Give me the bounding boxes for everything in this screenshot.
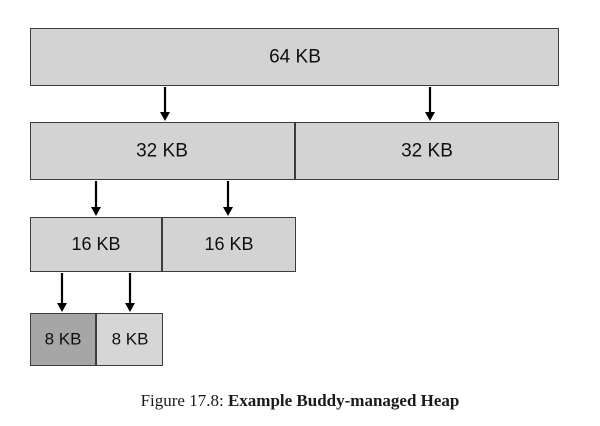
figure-caption: Figure 17.8: Example Buddy-managed Heap: [0, 391, 600, 411]
arrow-64-to-32-right: [425, 87, 435, 121]
memory-block-16kb: [30, 217, 162, 272]
memory-block-16kb: [162, 217, 296, 272]
memory-block-label: 32 KB: [136, 140, 188, 162]
memory-block-8kb: [96, 313, 163, 366]
memory-block-label: 8 KB: [111, 329, 149, 349]
memory-block-label: 16 KB: [204, 234, 254, 254]
caption-title: Example Buddy-managed Heap: [227, 391, 460, 410]
memory-block-label: 64 KB: [269, 46, 321, 68]
caption-number: Figure 17.8:: [140, 391, 224, 410]
memory-block-label: 32 KB: [401, 140, 453, 162]
arrow-32-to-16-right: [223, 181, 233, 216]
memory-block-32kb: [295, 122, 559, 180]
arrow-16-to-8-left: [57, 273, 67, 312]
memory-block-8kb: [30, 313, 96, 366]
arrow-32-to-16-left: [91, 181, 101, 216]
memory-block-64kb: [30, 28, 559, 86]
memory-block-label: 8 KB: [44, 329, 82, 349]
arrow-64-to-32-left: [160, 87, 170, 121]
arrow-16-to-8-right: [125, 273, 135, 312]
memory-block-label: 16 KB: [71, 234, 121, 254]
memory-block-32kb: [30, 122, 295, 180]
